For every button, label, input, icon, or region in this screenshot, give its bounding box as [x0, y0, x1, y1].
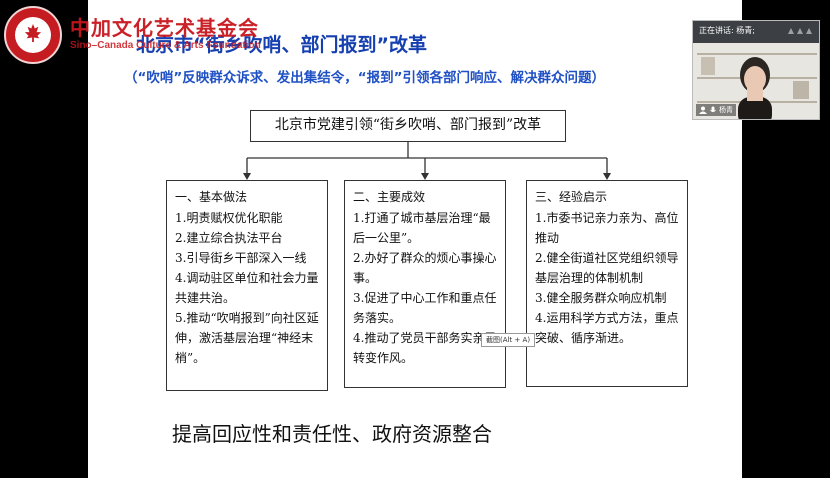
foundation-logo: [4, 6, 62, 64]
list-item: 1.明责赋权优化职能: [175, 211, 283, 225]
participant-name: 杨青: [719, 106, 733, 114]
column-main-results: 二、主要成效 1.打通了城市基层治理“最后一公里”。 2.办好了群众的烦心事操心…: [344, 180, 506, 388]
list-item: 2.健全街道社区党组织领导基层治理的体制机制: [535, 251, 679, 285]
slide-subtitle: （“吹哨”反映群众诉求、发出集结令，“报到”引领各部门响应、解决群众问题）: [124, 70, 605, 86]
mic-icon: [710, 106, 716, 113]
watermark-org-name-en: Sino–Canada Culture & Arts Foundation: [70, 40, 261, 51]
list-item: 2.办好了群众的烦心事操心事。: [353, 251, 497, 285]
column-heading: 二、主要成效: [353, 190, 426, 204]
list-item: 3.健全服务群众响应机制: [535, 291, 667, 305]
column-heading: 一、基本做法: [175, 190, 248, 204]
column-heading: 三、经验启示: [535, 190, 608, 204]
maple-leaf-icon: [24, 24, 42, 42]
list-item: 4.运用科学方式方法，重点突破、循序渐进。: [535, 311, 679, 345]
screenshot-tooltip: 截图(Alt + A): [481, 333, 536, 347]
participant-video-tile[interactable]: 正在讲话: 杨青; 杨青: [692, 20, 820, 120]
participant-name-tag: 杨青: [696, 104, 736, 116]
participant-video-feed: [738, 57, 772, 119]
user-icon: [699, 106, 707, 114]
list-item: 4.调动驻区单位和社会力量共建共治。: [175, 271, 319, 305]
list-item: 5.推动“吹哨报到”向社区延伸，激活基层治理“神经末梢”。: [175, 311, 319, 365]
column-lessons: 三、经验启示 1.市委书记亲力亲为、高位推动 2.健全街道社区党组织领导基层治理…: [526, 180, 688, 387]
list-item: 4.推动了党员干部务实亲民转变作风。: [353, 331, 497, 365]
flowchart-root-box: 北京市党建引领“街乡吹哨、部门报到”改革: [250, 110, 566, 142]
list-item: 2.建立综合执法平台: [175, 231, 283, 245]
list-item: 3.引导街乡干部深入一线: [175, 251, 307, 265]
list-item: 1.市委书记亲力亲为、高位推动: [535, 211, 679, 245]
list-item: 3.促进了中心工作和重点任务落实。: [353, 291, 497, 325]
foundation-watermark: 中加文化艺术基金会 Sino–Canada Culture & Arts Fou…: [0, 0, 300, 64]
active-speaker-label: 正在讲话: 杨青;: [699, 26, 755, 35]
column-basic-methods: 一、基本做法 1.明责赋权优化职能 2.建立综合执法平台 3.引导街乡干部深入一…: [166, 180, 328, 391]
active-speaker-bar: 正在讲话: 杨青;: [693, 21, 819, 43]
list-item: 1.打通了城市基层治理“最后一公里”。: [353, 211, 491, 245]
slide-conclusion: 提高回应性和责任性、政府资源整合: [172, 422, 492, 446]
more-dots-icon[interactable]: [787, 27, 813, 35]
watermark-org-name: 中加文化艺术基金会: [70, 16, 259, 40]
slide-title: 北京市“街乡吹哨、部门报到”改革: [136, 34, 427, 56]
presentation-slide: 北京市“街乡吹哨、部门报到”改革 （“吹哨”反映群众诉求、发出集结令，“报到”引…: [88, 0, 742, 478]
